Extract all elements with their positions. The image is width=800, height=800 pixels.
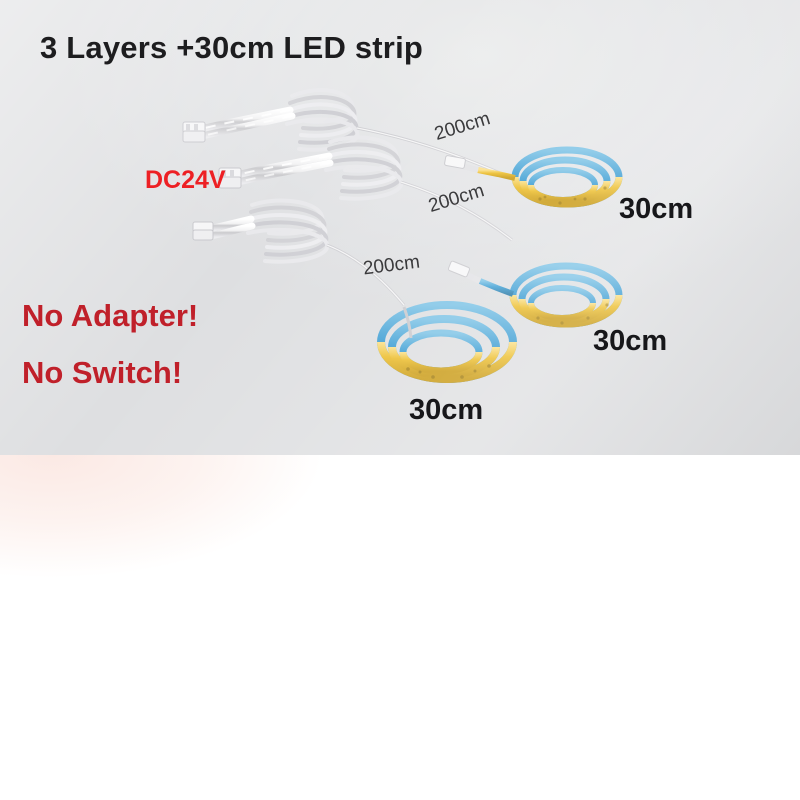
wiring-diagram-panel [0,455,800,800]
strip-length-label-1: 30cm [619,193,694,225]
connector-plug-1 [182,121,206,143]
cable-length-label-1: 200cm [432,108,493,145]
photo-panel: 3 Layers +30cm LED strip DC24V No Adapte… [0,0,800,455]
led-strip-coil-3 [377,301,517,383]
connector-plug-3 [192,221,214,241]
cable-bundle-3 [192,198,406,306]
note-no-switch: No Switch! [22,355,183,390]
shelf-wiring-artwork [0,455,800,800]
strip-length-label-3: 30cm [409,394,484,426]
page-title: 3 Layers +30cm LED strip [40,30,424,65]
background-tint [0,455,430,625]
cable-length-label-3: 200cm [361,251,422,280]
note-no-adapter: No Adapter! [22,298,199,333]
led-strip-coil-2 [447,260,623,328]
voltage-label: DC24V [145,166,226,194]
strip-length-label-2: 30cm [593,325,668,357]
cable-length-label-2: 200cm [426,180,487,217]
